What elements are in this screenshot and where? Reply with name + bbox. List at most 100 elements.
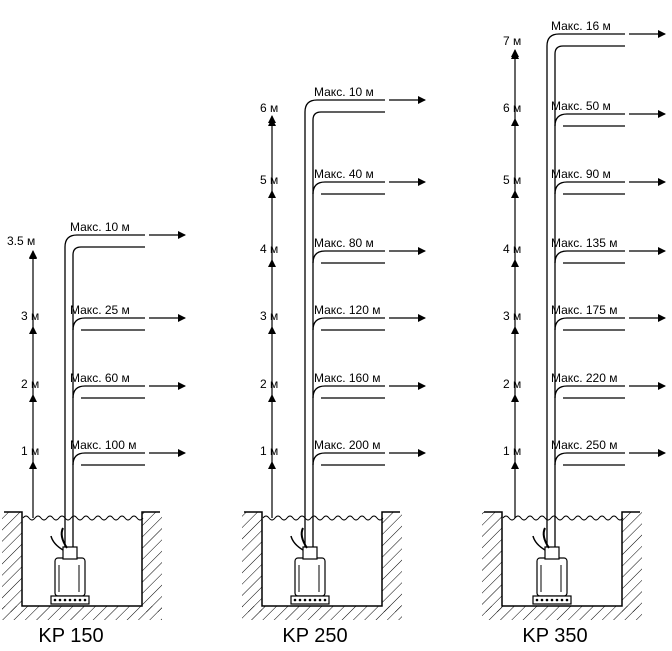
- pump-head: [544, 546, 560, 560]
- riser-bend-top-inner: [72, 246, 145, 256]
- ground-hatch-bottom: [482, 606, 642, 620]
- height-label: 3 м: [503, 309, 521, 323]
- pump-intake-hole: [78, 598, 82, 602]
- branch-hose: [72, 452, 145, 466]
- height-label: 5 м: [503, 173, 521, 187]
- height-label: 3.5 м: [7, 234, 35, 248]
- pump-intake-hole: [83, 598, 87, 602]
- height-tick-arrow: [511, 190, 519, 198]
- height-label: 7 м: [503, 34, 521, 48]
- height-tick-arrow: [511, 326, 519, 334]
- pump-intake-hole: [308, 598, 312, 602]
- ground-hatch-left: [2, 512, 22, 612]
- flow-label: Макс. 250 м: [551, 438, 617, 452]
- riser-bend-top-inner: [312, 111, 385, 121]
- height-tick-arrow: [29, 461, 37, 469]
- flow-label: Макс. 25 м: [70, 303, 130, 317]
- water-surface: [502, 515, 624, 521]
- height-tick-arrow: [29, 326, 37, 334]
- flow-label: Макс. 120 м: [314, 303, 380, 317]
- branch-hose: [554, 317, 625, 331]
- flow-label: Макс. 135 м: [551, 236, 617, 250]
- pump-cable: [542, 527, 550, 549]
- flow-label: Макс. 160 м: [314, 371, 380, 385]
- pump-cable: [50, 535, 64, 551]
- pump-model-title: KP 350: [522, 625, 587, 647]
- pump-intake-hole: [555, 598, 559, 602]
- pump-intake-hole: [73, 598, 77, 602]
- flow-label: Макс. 10 м: [314, 85, 374, 99]
- pump-intake-hole: [318, 598, 322, 602]
- pump-model-title: KP 250: [282, 625, 347, 647]
- height-label: 1 м: [260, 444, 278, 458]
- pump-intake-hole: [545, 598, 549, 602]
- height-label: 2 м: [260, 377, 278, 391]
- pit-outline: [244, 511, 400, 607]
- pump-intake-hole: [550, 598, 554, 602]
- height-label: 3 м: [260, 309, 278, 323]
- branch-hose: [72, 317, 145, 331]
- height-tick-arrow: [511, 394, 519, 402]
- ground-hatch-left: [482, 512, 502, 612]
- height-label: 5 м: [260, 173, 278, 187]
- height-label: 6 м: [503, 101, 521, 115]
- pit-outline: [4, 511, 160, 607]
- branch-hose: [312, 385, 385, 399]
- branch-hose: [312, 452, 385, 466]
- riser-bend-top: [304, 99, 385, 113]
- branch-hose: [312, 250, 385, 264]
- pump-intake-hole: [560, 598, 564, 602]
- ground-hatch-right: [622, 512, 642, 612]
- ground-hatch-right: [142, 512, 162, 612]
- height-label: 2 м: [21, 377, 39, 391]
- height-tick-arrow: [511, 259, 519, 267]
- riser-bend-top: [64, 234, 145, 248]
- flow-label: Макс. 40 м: [314, 167, 374, 181]
- pump-cable: [532, 535, 546, 551]
- height-tick-arrow: [268, 394, 276, 402]
- flow-label: Макс. 16 м: [551, 19, 611, 33]
- height-tick-arrow: [511, 118, 519, 126]
- flow-label: Макс. 100 м: [70, 438, 136, 452]
- branch-hose: [554, 181, 625, 195]
- height-tick-arrow: [268, 259, 276, 267]
- pump-cable: [300, 527, 308, 549]
- pump-cable: [290, 535, 304, 551]
- branch-hose: [312, 181, 385, 195]
- height-tick-arrow: [268, 118, 276, 126]
- branch-hose: [554, 113, 625, 127]
- ground-hatch-bottom: [2, 606, 162, 620]
- pump-group-kp350: Макс. 250 м Макс. 220 м Макс. 175 м Макс. 1…: [482, 19, 666, 647]
- pump-intake-hole: [298, 598, 302, 602]
- pump-intake-hole: [535, 598, 539, 602]
- ground-hatch-left: [242, 512, 262, 612]
- flow-label: Макс. 10 м: [70, 220, 130, 234]
- flow-label: Макс. 175 м: [551, 303, 617, 317]
- height-tick-arrow: [268, 461, 276, 469]
- height-label: 3 м: [21, 309, 39, 323]
- pump-intake-hole: [63, 598, 67, 602]
- pump-model-title: KP 150: [38, 625, 103, 647]
- height-tick-arrow: [29, 251, 37, 259]
- flow-label: Макс. 50 м: [551, 99, 611, 113]
- riser-bend-top-inner: [554, 45, 625, 55]
- branch-hose: [554, 385, 625, 399]
- branch-hose: [312, 317, 385, 331]
- pit-outline: [484, 511, 640, 607]
- flow-label: Макс. 60 м: [70, 371, 130, 385]
- pump-intake-hole: [68, 598, 72, 602]
- water-surface: [22, 515, 144, 521]
- flow-label: Макс. 90 м: [551, 167, 611, 181]
- pump-intake-hole: [293, 598, 297, 602]
- pump-group-kp150: Макс. 100 м Макс. 60 м Макс. 25 м Макс. 10 …: [2, 220, 186, 647]
- pump-cable: [60, 527, 68, 549]
- height-tick-arrow: [268, 190, 276, 198]
- pump-intake-hole: [58, 598, 62, 602]
- flow-label: Макс. 220 м: [551, 371, 617, 385]
- ground-hatch-right: [382, 512, 402, 612]
- height-label: 1 м: [21, 444, 39, 458]
- height-label: 4 м: [260, 242, 278, 256]
- pump-intake-hole: [565, 598, 569, 602]
- pump-intake-hole: [313, 598, 317, 602]
